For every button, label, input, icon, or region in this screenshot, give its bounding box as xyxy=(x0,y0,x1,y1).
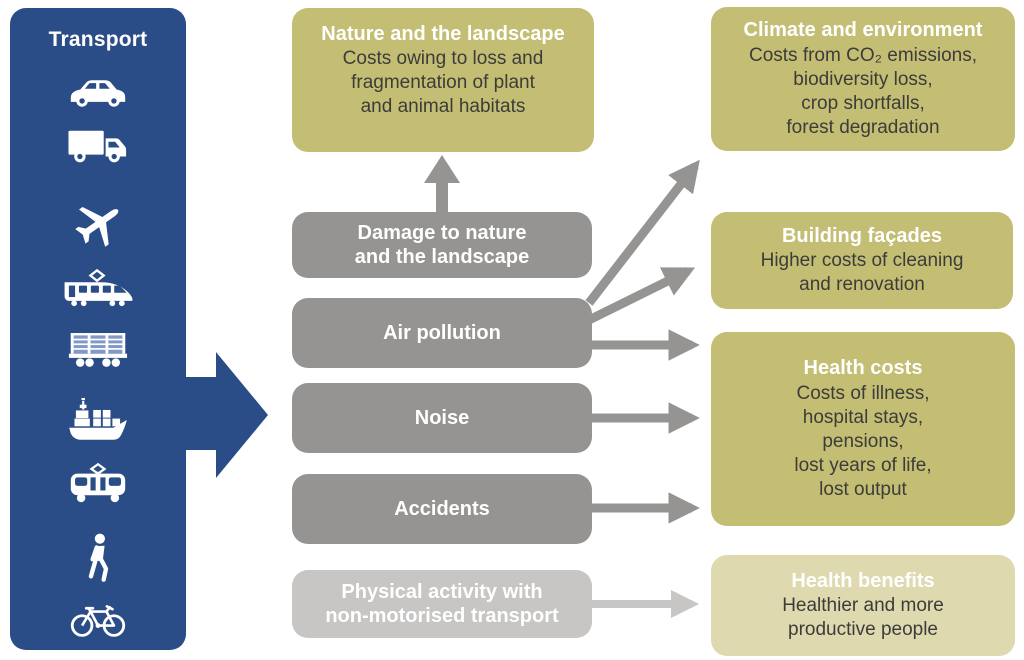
freight-wagon-icon xyxy=(68,330,128,373)
transport-sidebar: Transport xyxy=(10,8,186,650)
arrow-damage-to-nature xyxy=(424,155,460,212)
impact-title: Health benefits xyxy=(791,569,935,592)
source-box-damage: Damage to nature and the landscape xyxy=(292,212,592,278)
source-label: Damage to nature and the landscape xyxy=(354,221,530,268)
source-box-accidents: Accidents xyxy=(292,474,592,544)
arrow-air-to-facades xyxy=(587,266,696,325)
arrow-air-to-climate xyxy=(585,159,700,306)
impact-box-health-benefits: Health benefits Healthier and more produ… xyxy=(711,555,1015,656)
source-label: Accidents xyxy=(394,497,490,520)
impact-box-facades: Building façades Higher costs of cleanin… xyxy=(711,212,1013,309)
impact-body: Costs of illness, hospital stays, pensio… xyxy=(794,382,932,500)
impact-body: Higher costs of cleaning and renovation xyxy=(760,250,964,296)
impact-title: Nature and the landscape xyxy=(321,23,565,45)
source-box-physical-activity: Physical activity with non-motorised tra… xyxy=(292,570,592,638)
impact-title: Health costs xyxy=(803,357,923,380)
impact-box-climate: Climate and environment Costs from CO₂ e… xyxy=(711,7,1015,151)
car-icon xyxy=(68,75,128,114)
bicycle-icon xyxy=(69,600,127,643)
impact-body: Costs from CO₂ emissions, biodiversity l… xyxy=(748,44,978,138)
source-box-air-pollution: Air pollution xyxy=(292,298,592,368)
impact-title: Climate and environment xyxy=(743,19,983,42)
impact-box-health-costs: Health costs Costs of illness, hospital … xyxy=(711,332,1015,526)
transport-flow-arrow xyxy=(186,352,268,478)
airplane-icon xyxy=(71,197,125,256)
pedestrian-icon xyxy=(82,532,114,589)
source-label: Physical activity with non-motorised tra… xyxy=(325,580,559,627)
source-label: Noise xyxy=(414,406,470,429)
high-speed-train-icon xyxy=(60,266,136,313)
impact-body: Costs owing to loss and fragmentation of… xyxy=(342,48,544,118)
source-label: Air pollution xyxy=(383,321,501,344)
cargo-ship-icon xyxy=(67,397,129,450)
impact-box-nature: Nature and the landscape Costs owing to … xyxy=(292,8,594,152)
impact-body: Healthier and more productive people xyxy=(782,595,944,641)
sidebar-title: Transport xyxy=(48,28,148,51)
tram-icon xyxy=(68,460,128,511)
truck-icon xyxy=(67,127,129,172)
impact-title: Building façades xyxy=(781,224,943,247)
source-box-noise: Noise xyxy=(292,383,592,453)
